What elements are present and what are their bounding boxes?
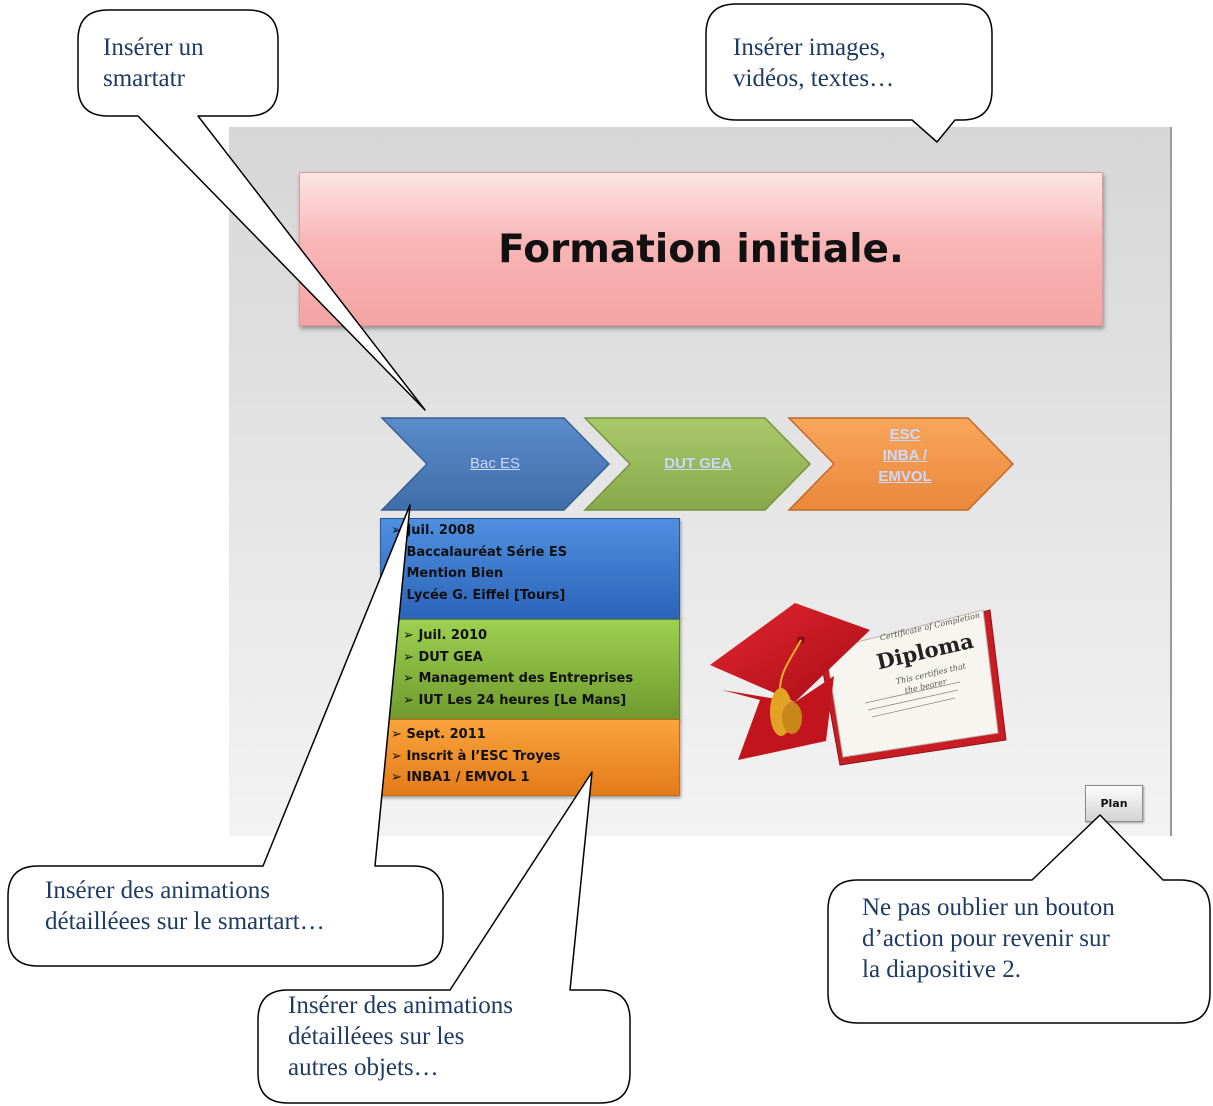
callout-animations-objects-text: Insérer des animations détailléees sur l…: [288, 990, 513, 1083]
panel-line: Juil. 2010: [418, 628, 488, 643]
chevron-esc[interactable]: [787, 417, 1015, 511]
callout-media-text: Insérer images, vidéos, textes…: [733, 32, 894, 94]
chevron-label-esc-line1: ESC: [889, 426, 921, 443]
callout-line: smartatr: [103, 65, 185, 92]
plan-action-button[interactable]: Plan: [1085, 785, 1143, 822]
panel-line: Sept. 2011: [406, 727, 486, 742]
panel-line: Management des Entreprises: [418, 671, 634, 686]
bullet-arrow-icon: ➢: [391, 748, 402, 764]
bullet-arrow-icon: ➢: [403, 692, 414, 708]
callout-line: d’action pour revenir sur: [862, 925, 1110, 952]
callout-smartart: [77, 9, 426, 411]
chevron-label-dut-gea: DUT GEA: [664, 455, 732, 472]
callout-line: autres objets…: [288, 1054, 439, 1081]
callout-line: vidéos, textes…: [733, 65, 895, 92]
callout-action-button: [827, 814, 1211, 1024]
callout-smartart-text: Insérer un smartatr: [103, 32, 204, 94]
bullet-arrow-icon: ➢: [403, 628, 414, 643]
bullet-arrow-icon: ➢: [391, 770, 402, 785]
callout-animations-smartart-text: Insérer des animations détailléees sur l…: [45, 875, 325, 937]
callout-animations-smartart: [7, 504, 444, 967]
callout-media: [705, 3, 993, 143]
callout-line: détailléees sur les: [288, 1023, 465, 1050]
panel-line: Mention Bien: [406, 566, 504, 581]
callout-line: Insérer un: [103, 34, 204, 61]
callout-line: Ne pas oublier un bouton: [862, 894, 1115, 921]
bullet-arrow-icon: ➢: [391, 727, 402, 742]
chevron-label-esc-line2: INBA /: [882, 447, 928, 464]
chevron-label-bac-es: Bac ES: [469, 455, 521, 472]
panel-line: IUT Les 24 heures [Le Mans]: [418, 692, 627, 708]
callout-animations-objects: [257, 771, 631, 1104]
panel-line: INBA1 / EMVOL 1: [406, 770, 530, 785]
callout-line: Insérer des animations: [45, 877, 270, 904]
chevron-label-esc-line3: EMVOL: [878, 468, 932, 485]
panel-esc-details[interactable]: ➢ Sept. 2011 ➢ Inscrit à l’ESC Troyes ➢ …: [380, 719, 680, 796]
panel-line: DUT GEA: [418, 649, 483, 665]
callout-line: Insérer images,: [733, 34, 886, 61]
callout-action-button-text: Ne pas oublier un bouton d’action pour r…: [862, 892, 1115, 985]
callout-line: Insérer des animations: [288, 992, 513, 1019]
panel-line: Baccalauréat Série ES: [406, 544, 568, 560]
panel-line: Juil. 2008: [406, 523, 476, 538]
panel-dut-details[interactable]: ➢ Juil. 2010 ➢ DUT GEA ➢ Management des …: [380, 619, 680, 720]
chevron-bac-es[interactable]: [380, 417, 611, 511]
callout-line: la diapositive 2.: [862, 956, 1021, 983]
bullet-arrow-icon: ➢: [403, 671, 414, 686]
panel-line: Lycée G. Eiffel [Tours]: [406, 587, 566, 603]
slide-title: Formation initiale.: [498, 226, 904, 272]
callout-line: détailléees sur le smartart…: [45, 908, 325, 935]
panel-line: Inscrit à l’ESC Troyes: [406, 748, 561, 764]
chevron-label-esc: ESC INBA / EMVOL: [850, 424, 960, 487]
chevron-dut-gea[interactable]: [583, 417, 812, 511]
bullet-arrow-icon: ➢: [403, 649, 414, 665]
slide-title-box: Formation initiale.: [299, 172, 1103, 326]
bullet-arrow-icon: ➢: [391, 523, 402, 538]
panel-bac-details[interactable]: ➢ Juil. 2008 ➢ Baccalauréat Série ES ➢ M…: [380, 518, 680, 620]
